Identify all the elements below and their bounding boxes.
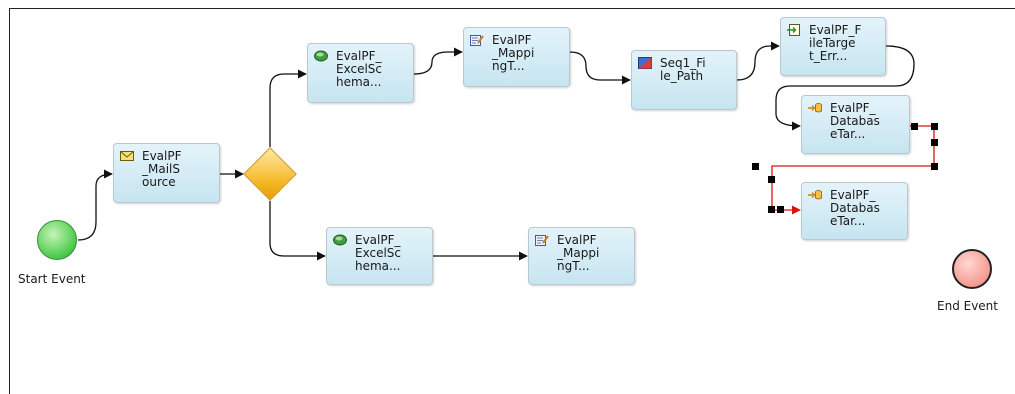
mapping-icon (470, 34, 484, 46)
selection-handle[interactable] (777, 206, 784, 213)
start-event[interactable] (37, 220, 77, 260)
selection-handle[interactable] (931, 163, 938, 170)
connector-gateway-to-excel-top[interactable] (269, 69, 307, 147)
task-database-target-2[interactable]: EvalPF_ Databas eTar... (801, 182, 908, 240)
selection-handle[interactable] (768, 206, 775, 213)
task-mapping-bottom[interactable]: EvalPF _Mappi ngT... (528, 227, 635, 285)
connector-start-to-mail[interactable] (77, 169, 113, 241)
task-excel-schema-bottom[interactable]: EvalPF_ ExcelSc hema... (326, 227, 433, 285)
selection-handle[interactable] (752, 163, 759, 170)
canvas-top-border (9, 8, 1015, 9)
task-label: EvalPF_ Databas eTar... (830, 188, 880, 228)
task-label: EvalPF _MailS ource (142, 149, 182, 189)
envelope-icon (120, 150, 134, 162)
connector-mapping-top-to-seq[interactable] (569, 51, 631, 85)
selection-handle[interactable] (931, 123, 938, 130)
selection-handle[interactable] (911, 123, 918, 130)
selection-handle[interactable] (931, 139, 938, 146)
task-label: EvalPF_F ileTarge t_Err... (809, 23, 862, 63)
task-mail-source[interactable]: EvalPF _MailS ource (113, 143, 220, 203)
file-target-icon (787, 24, 801, 36)
selection-handle[interactable] (768, 176, 775, 183)
task-label: EvalPF _Mappi ngT... (492, 33, 535, 73)
mapping-icon (535, 234, 549, 246)
task-label: Seq1_Fi le_Path (660, 56, 706, 83)
excel-schema-icon (333, 234, 347, 246)
database-target-icon (808, 102, 822, 114)
task-label: EvalPF _Mappi ngT... (557, 233, 600, 273)
end-event-label: End Event (937, 299, 998, 313)
end-event[interactable] (952, 249, 992, 289)
task-excel-schema-top[interactable]: EvalPF_ ExcelSc hema... (307, 43, 414, 103)
task-seq-file-path[interactable]: Seq1_Fi le_Path (631, 50, 737, 110)
task-label: EvalPF_ Databas eTar... (830, 101, 880, 141)
excel-schema-icon (314, 50, 328, 62)
task-label: EvalPF_ ExcelSc hema... (336, 49, 383, 89)
task-file-target-err[interactable]: EvalPF_F ileTarge t_Err... (780, 17, 886, 76)
connector-gateway-to-excel-bottom[interactable] (269, 201, 326, 261)
canvas-left-border (9, 8, 10, 394)
connector-database-1-to-database-2-selected[interactable] (771, 125, 935, 215)
database-target-icon (808, 189, 822, 201)
sequence-file-icon (638, 57, 652, 69)
task-label: EvalPF_ ExcelSc hema... (355, 233, 402, 273)
connector-seq-to-file-target[interactable] (736, 41, 780, 81)
start-event-label: Start Event (18, 272, 86, 286)
task-database-target-1[interactable]: EvalPF_ Databas eTar... (801, 95, 910, 154)
connector-excel-top-to-mapping-top[interactable] (413, 47, 463, 75)
connector-file-target-to-database-1[interactable] (775, 45, 915, 131)
task-mapping-top[interactable]: EvalPF _Mappi ngT... (463, 27, 570, 87)
